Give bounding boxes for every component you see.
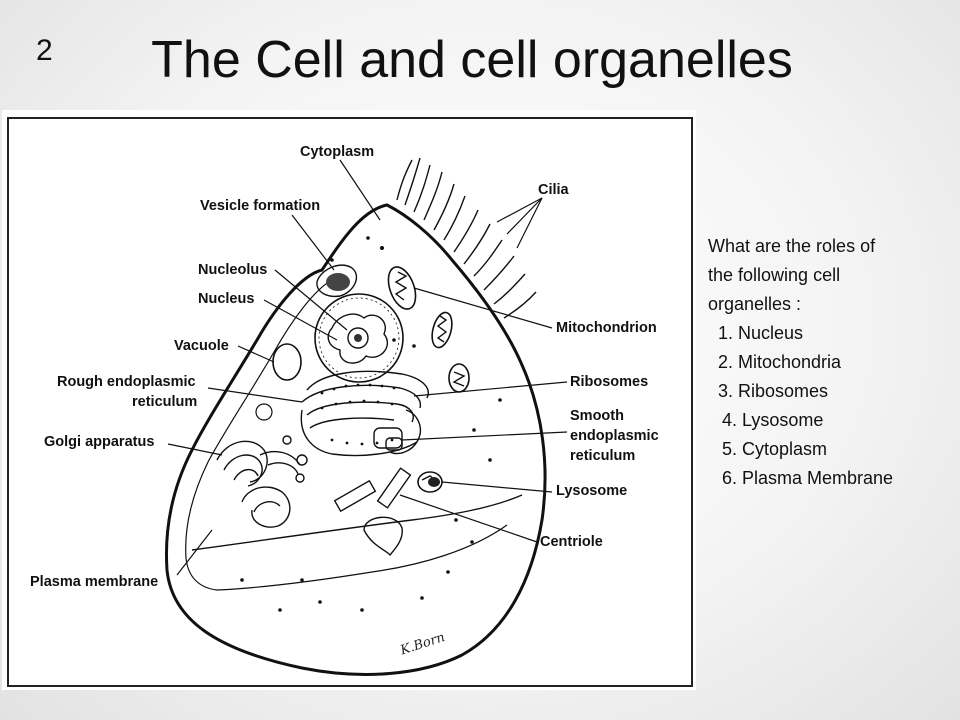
cell-diagram-svg: Cytoplasm Cilia Vesicle formation Nucleo… xyxy=(7,117,693,687)
label-lysosome: Lysosome xyxy=(556,483,627,499)
question-item-1: 1. Nucleus xyxy=(718,323,804,343)
label-vesicle-formation: Vesicle formation xyxy=(200,198,320,214)
label-golgi: Golgi apparatus xyxy=(44,434,154,450)
slide-title: The Cell and cell organelles xyxy=(151,31,793,89)
label-ribosomes: Ribosomes xyxy=(570,374,648,390)
nucleus-drawing xyxy=(314,293,404,383)
label-smooth-er-line1: Smooth xyxy=(570,408,624,424)
slide-number: 2 xyxy=(36,34,53,67)
question-item-6: 6. Plasma Membrane xyxy=(722,468,894,488)
question-item-2: 2. Mitochondria xyxy=(718,352,842,372)
question-item-3: 3. Ribosomes xyxy=(718,381,829,401)
artist-signature: K.Born xyxy=(398,630,447,659)
label-rough-er-line2: reticulum xyxy=(132,394,197,410)
pit-drawing xyxy=(363,516,403,557)
mitochondria-drawing xyxy=(387,266,470,493)
label-vacuole: Vacuole xyxy=(174,338,229,354)
leader-lines xyxy=(167,159,568,576)
cell-lower-band xyxy=(191,494,523,551)
cell-outline xyxy=(165,203,547,676)
questions-intro-line3: organelles : xyxy=(708,294,802,314)
golgi-drawing xyxy=(216,435,308,528)
questions-panel: What are the roles of the following cell… xyxy=(708,232,953,493)
centriole-drawing xyxy=(333,467,412,513)
cell-diagram: Cytoplasm Cilia Vesicle formation Nucleo… xyxy=(2,110,696,690)
cilia-drawing xyxy=(396,157,537,319)
small-vesicle-drawing xyxy=(255,403,273,421)
label-smooth-er-line3: reticulum xyxy=(570,448,635,464)
label-cilia: Cilia xyxy=(538,182,570,198)
label-nucleolus: Nucleolus xyxy=(198,262,267,278)
question-item-4: 4. Lysosome xyxy=(722,410,824,430)
questions-intro-line1: What are the roles of xyxy=(708,236,876,256)
label-rough-er-line1: Rough endoplasmic xyxy=(57,374,196,390)
label-plasma-membrane: Plasma membrane xyxy=(30,574,158,590)
vesicle-fill xyxy=(326,273,350,291)
smooth-er-drawing xyxy=(373,409,422,455)
label-nucleus: Nucleus xyxy=(198,291,254,307)
free-ribosomes xyxy=(240,236,502,612)
diagram-frame xyxy=(7,117,693,687)
cell-inner-line xyxy=(185,279,508,591)
vesicle-drawing xyxy=(316,264,358,298)
rough-er-drawing xyxy=(300,370,429,457)
label-cytoplasm: Cytoplasm xyxy=(300,144,374,160)
question-item-5: 5. Cytoplasm xyxy=(722,439,828,459)
vacuole-drawing xyxy=(272,343,302,381)
lysosome-drawing xyxy=(428,477,440,487)
label-centriole: Centriole xyxy=(540,534,603,550)
label-mitochondrion: Mitochondrion xyxy=(556,320,657,336)
questions-intro-line2: the following cell xyxy=(708,265,841,285)
label-smooth-er-line2: endoplasmic xyxy=(570,428,659,444)
